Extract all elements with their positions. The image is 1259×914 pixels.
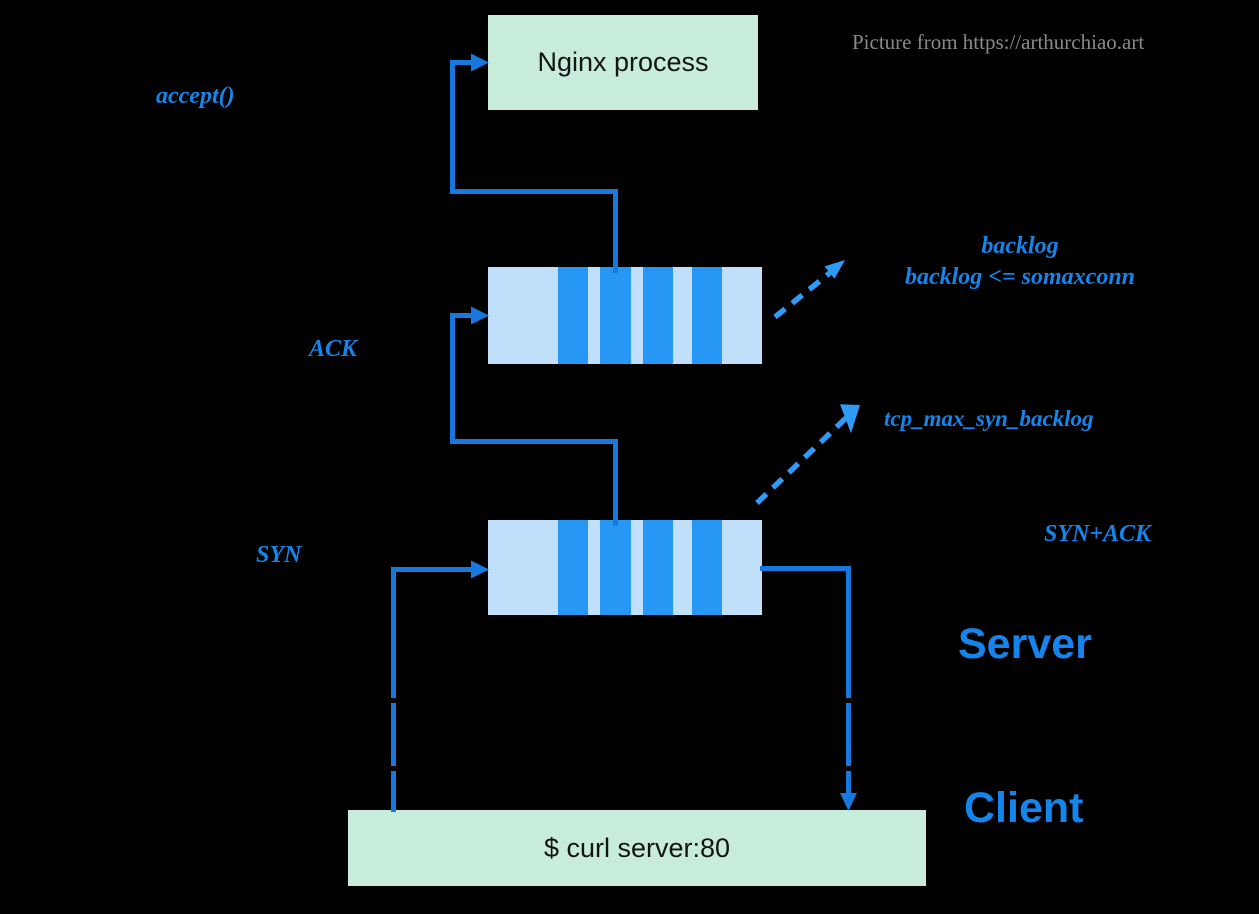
attribution-text: Picture from https://arthurchiao.art [852,30,1145,54]
backlog-line1: backlog [981,233,1059,259]
backlog-label: backlog backlog <= somaxconn [895,231,1145,293]
accept-queue [488,267,762,364]
synack-arrowhead-icon [840,793,857,811]
tcp-max-syn-backlog-label: tcp_max_syn_backlog [884,406,1094,431]
client-shell-box: $ curl server:80 [348,810,926,886]
accept-arrowhead-icon [471,53,489,72]
backlog-dashed-arrowhead-icon [824,260,845,279]
client-label: Client [964,784,1084,832]
backlog-dashed-arrow-line [773,269,833,320]
syn-arrowhead-icon [471,560,489,579]
syn-ack-label: SYN+ACK [1044,521,1152,547]
syn-arrow-line [391,567,471,698]
nginx-process-box: Nginx process [488,15,758,110]
ack-arrowhead-icon [471,306,489,325]
client-shell-label: $ curl server:80 [543,832,731,863]
syn-label: SYN [256,542,302,568]
accept-call-label: accept() [156,83,235,109]
syn-queue [488,520,762,615]
server-label: Server [958,620,1092,668]
tcpmax-dashed-arrowhead-icon [840,404,860,434]
ack-label: ACK [309,336,358,362]
nginx-process-label: Nginx process [537,47,709,77]
tcpmax-dashed-arrow-line [755,416,848,505]
synack-arrow-line [760,566,851,698]
backlog-line2: backlog <= somaxconn [904,264,1136,290]
